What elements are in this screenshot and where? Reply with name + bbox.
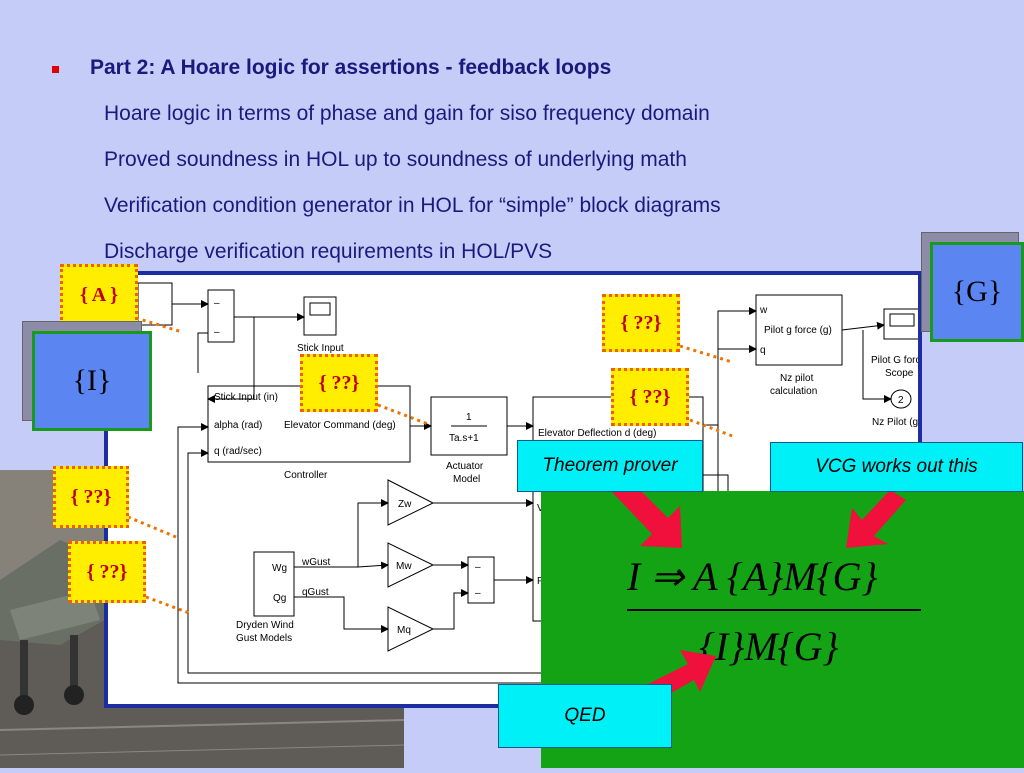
subpoint-1: Hoare logic in terms of phase and gain f…	[104, 102, 710, 125]
annotation-a: { A }	[60, 264, 138, 326]
outport-num: 2	[898, 395, 904, 406]
aircraft-in-p: P	[537, 576, 544, 587]
subpoint-4: Discharge verification requirements in H…	[104, 240, 553, 263]
dryden-qg: Qg	[273, 593, 286, 604]
gain-mq: Mq	[397, 625, 411, 636]
rule-conclusion: {I}M{G}	[699, 624, 839, 669]
gain-mw: Mw	[396, 561, 412, 572]
subpoint-2: Proved soundness in HOL up to soundness …	[104, 148, 687, 171]
actuator-label-2: Model	[453, 474, 480, 485]
ctrl-in-q: q (rad/sec)	[214, 446, 262, 457]
annotation-unknown-2: { ??}	[602, 294, 680, 352]
outport-label: Nz Pilot (g)	[872, 417, 918, 428]
ctrl-in-stick: Stick Input (in)	[214, 392, 278, 403]
qgust-label: qGust	[302, 587, 329, 598]
nz-out: Pilot g force (g)	[764, 325, 832, 336]
nz-label-2: calculation	[770, 386, 817, 397]
set-g-box: {G}	[930, 242, 1024, 342]
callout-theorem-prover: Theorem prover	[517, 440, 703, 492]
bullet-area: Part 2: A Hoare logic for assertions - f…	[0, 0, 1024, 270]
set-i-box: {I}	[32, 331, 152, 431]
dryden-wg: Wg	[272, 563, 287, 574]
callout-qed: QED	[498, 684, 672, 748]
bullet-marker	[52, 66, 59, 73]
actuator-label-1: Actuator	[446, 461, 484, 472]
rule-premise: I ⇒ A {A}M{G}	[627, 554, 878, 599]
annotation-unknown-4: { ??}	[53, 466, 129, 528]
rule-bar	[627, 609, 921, 611]
dryden-label-2: Gust Models	[236, 633, 292, 644]
annotation-unknown-5: { ??}	[68, 541, 146, 603]
nz-in-q: q	[760, 345, 766, 356]
stick-input-label: Stick Input	[297, 343, 344, 354]
arrow-vcg	[846, 490, 906, 548]
sum-top-minus-1: –	[214, 298, 220, 309]
nz-in-w: w	[759, 305, 768, 316]
annotation-unknown-3: { ??}	[611, 368, 689, 426]
arrow-theorem-prover	[612, 478, 682, 548]
ctrl-in-alpha: alpha (rad)	[214, 420, 262, 431]
aircraft-in: Elevator Deflection d (deg)	[538, 428, 656, 439]
scope-label-2: Scope	[885, 368, 914, 379]
wgust-label: wGust	[301, 557, 331, 568]
annotation-unknown-1: { ??}	[300, 354, 378, 412]
nz-label-1: Nz pilot	[780, 373, 814, 384]
actuator-den: Ta.s+1	[449, 433, 479, 444]
gain-zw: Zw	[398, 499, 412, 510]
sum-low-minus-1: –	[475, 562, 481, 573]
aircraft-in-v: V	[537, 503, 544, 514]
scope-label-1: Pilot G force	[871, 355, 918, 366]
sum-top-minus-2: –	[214, 327, 220, 338]
callout-vcg: VCG works out this	[770, 442, 1023, 492]
sum-low-minus-2: –	[475, 588, 481, 599]
subpoint-3: Verification condition generator in HOL …	[104, 194, 721, 217]
controller-label: Controller	[284, 470, 328, 481]
slide-title: Part 2: A Hoare logic for assertions - f…	[90, 56, 612, 79]
dryden-label-1: Dryden Wind	[236, 620, 294, 631]
actuator-num: 1	[466, 412, 472, 423]
ctrl-out: Elevator Command (deg)	[284, 420, 396, 431]
